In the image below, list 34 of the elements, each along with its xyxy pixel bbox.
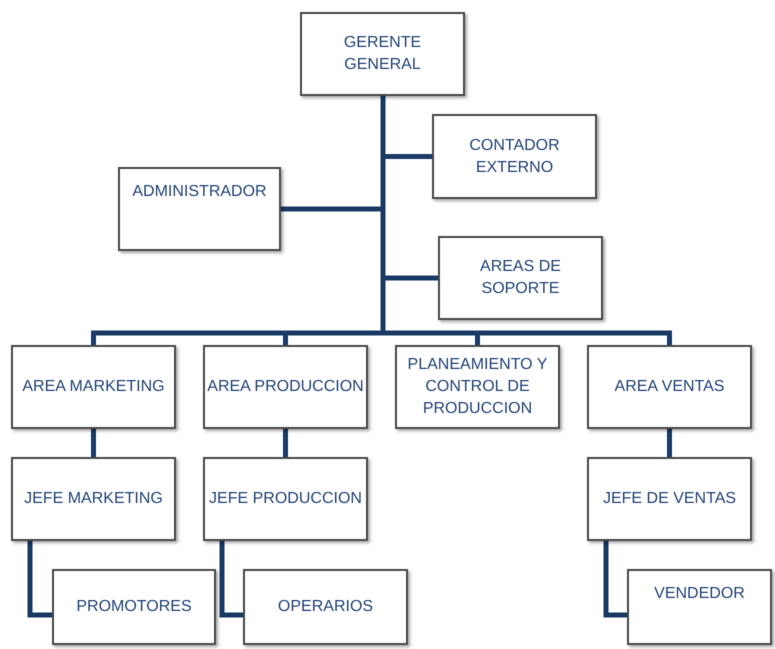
position-box: [587, 457, 752, 541]
position-title: JEFE DE VENTAS: [602, 489, 736, 509]
position-title: AREA VENTAS: [614, 377, 724, 397]
position-box: [118, 167, 281, 251]
position-title: AREAS DE SOPORTE: [479, 257, 562, 299]
connector-line: [604, 541, 627, 618]
connector-line: [28, 541, 52, 618]
position-box: [587, 345, 752, 429]
position-title: GERENTE GENERAL: [342, 33, 422, 75]
position-title: JEFE PRODUCCION: [209, 489, 362, 509]
position-box: [11, 457, 176, 541]
position-box: [438, 236, 603, 320]
position-title: AREA PRODUCCION: [207, 377, 364, 397]
position-box: [627, 569, 772, 645]
position-title: OPERARIOS: [278, 597, 374, 617]
position-title: ADMINISTRADOR: [132, 182, 267, 202]
position-title: AREA MARKETING: [22, 377, 165, 397]
position-title: JEFE MARKETING: [24, 489, 163, 509]
connector-line: [91, 429, 96, 457]
position-box: [432, 114, 597, 199]
connector-line: [283, 429, 288, 457]
connector-line: [220, 541, 243, 618]
position-title: PLANEAMIENTO Y CONTROL DE PRODUCCION: [406, 355, 548, 419]
position-title: CONTADOR EXTERNO: [468, 136, 561, 178]
position-box: [203, 345, 368, 429]
position-box: [300, 12, 465, 96]
position-box: [203, 457, 368, 541]
position-box: [395, 345, 560, 429]
position-title: PROMOTORES: [76, 597, 192, 617]
position-title: VENDEDOR: [654, 584, 745, 604]
position-box: [243, 569, 408, 645]
position-box: [11, 345, 176, 429]
connector-line: [667, 429, 672, 457]
position-box: [52, 569, 216, 645]
